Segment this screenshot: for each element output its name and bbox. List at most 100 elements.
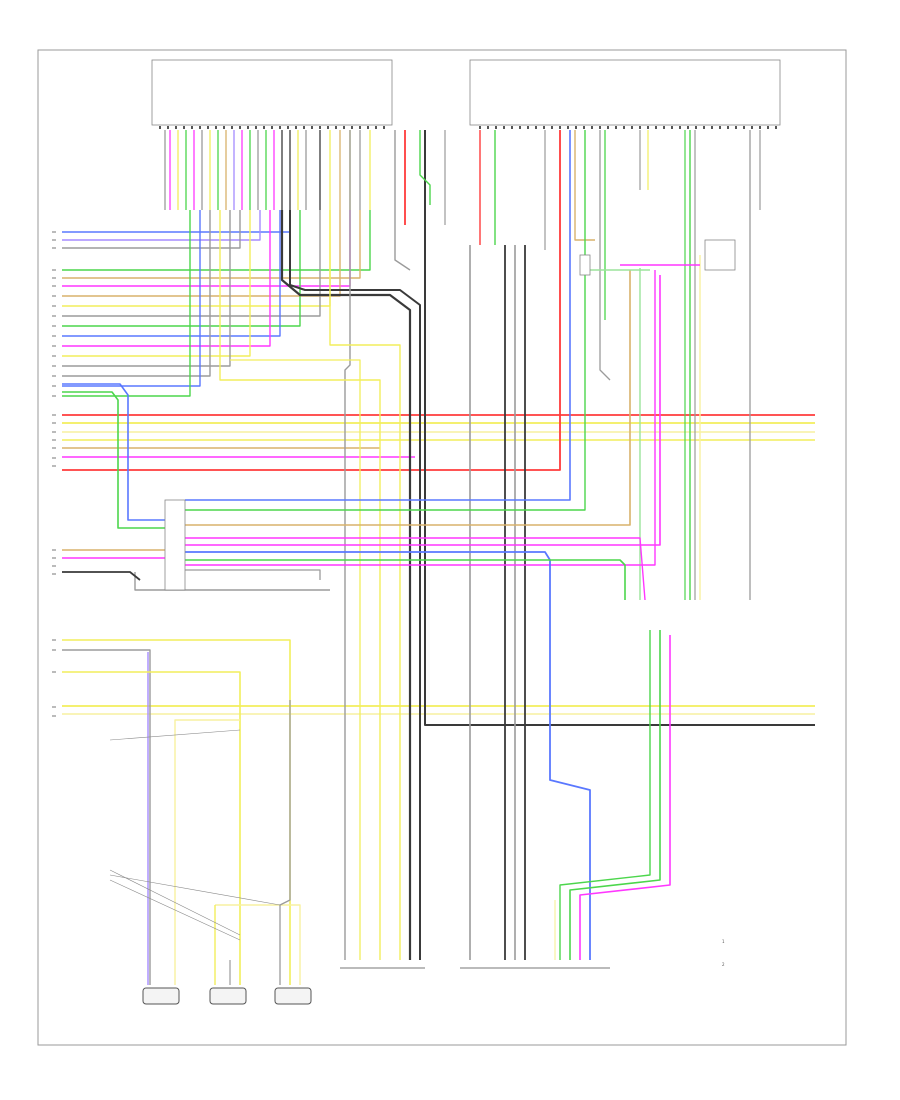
wire-106: [62, 671, 241, 985]
right-pins-18: [615, 126, 617, 129]
wire-60: [419, 130, 431, 205]
wire-113: [109, 874, 281, 906]
right-pins-21: [639, 126, 641, 129]
wire-103: [62, 639, 291, 985]
right-pins-15: [591, 126, 593, 129]
wire-110: [279, 700, 291, 985]
left-pins-13: [255, 126, 257, 129]
left-pins-26: [359, 126, 361, 129]
wire-48: [62, 210, 251, 357]
left-pins-20: [311, 126, 313, 129]
wire-73: [599, 130, 611, 381]
left-pins-28: [375, 126, 377, 129]
wire-51: [62, 210, 201, 387]
wire-10: [424, 130, 815, 726]
wire-44: [62, 210, 321, 317]
wire-53: [280, 210, 412, 960]
wire-100: [579, 635, 671, 960]
wire-94: [62, 571, 141, 581]
right-connector-header: [469, 59, 781, 129]
right-pins-27: [687, 126, 689, 129]
right-pins-34: [743, 126, 745, 129]
left-pins-5: [191, 126, 193, 129]
right-pins-3: [495, 126, 497, 129]
left-pins-14: [263, 126, 265, 129]
wire-114: [109, 879, 241, 941]
right-pins-10: [551, 126, 553, 129]
wire-115: [109, 729, 241, 741]
wire-75: [185, 270, 631, 526]
left-pins-16: [279, 126, 281, 129]
legend-marker-2: 2: [722, 962, 725, 967]
wire-50: [62, 210, 211, 377]
left-pins-3: [175, 126, 177, 129]
wire-99: [569, 630, 661, 960]
right-pins-38: [775, 126, 777, 129]
left-pins-11: [239, 126, 241, 129]
wire-layer: [62, 130, 815, 985]
wire-42: [62, 210, 341, 297]
wire-45: [62, 210, 301, 327]
wire-70: [574, 130, 595, 241]
wire-55: [344, 130, 351, 960]
wire-89: [185, 551, 591, 960]
diagram-frame: [37, 49, 847, 1046]
wire-37: [62, 210, 261, 241]
wire-91: [185, 569, 321, 580]
right-pins-26: [679, 126, 681, 129]
speaker-left: [142, 987, 180, 1005]
wire-36: [62, 210, 291, 233]
right-pins-17: [607, 126, 609, 129]
left-pins-19: [303, 126, 305, 129]
left-pins-1: [159, 126, 161, 129]
wire-98: [62, 391, 165, 529]
wire-52: [62, 210, 191, 397]
right-pins-32: [727, 126, 729, 129]
wire-112: [109, 869, 241, 936]
wire-61: [394, 130, 411, 271]
left-pins-22: [327, 126, 329, 129]
legend: 1 2: [722, 939, 725, 967]
wire-97: [62, 383, 165, 521]
inline-connector-center: [164, 499, 186, 591]
right-pins-37: [767, 126, 769, 129]
wire-101: [559, 630, 651, 960]
left-connector-header: [151, 59, 393, 129]
left-pins-29: [383, 126, 385, 129]
left-pins-23: [335, 126, 337, 129]
row-markers: [52, 231, 56, 717]
left-pins-9: [223, 126, 225, 129]
left-pins-4: [183, 126, 185, 129]
right-pins-9: [543, 126, 545, 129]
wire-38: [62, 210, 241, 249]
speaker-right: [274, 987, 312, 1005]
left-pins-10: [231, 126, 233, 129]
left-pins-15: [271, 126, 273, 129]
right-pins-29: [703, 126, 705, 129]
right-pins-2: [487, 126, 489, 129]
right-pins-30: [711, 126, 713, 129]
wire-5: [62, 130, 561, 471]
left-pins-2: [167, 126, 169, 129]
wire-92: [185, 537, 646, 601]
wire-90: [185, 559, 626, 600]
right-pins-36: [759, 126, 761, 129]
wire-78: [185, 270, 656, 566]
left-pins-12: [247, 126, 249, 129]
right-pins-28: [695, 126, 697, 129]
right-pins-25: [671, 126, 673, 129]
right-pins-8: [535, 126, 537, 129]
right-pins-14: [583, 126, 585, 129]
right-pins-4: [503, 126, 505, 129]
wire-40: [62, 210, 361, 279]
left-pins-27: [367, 126, 369, 129]
right-pins-35: [751, 126, 753, 129]
wire-93: [134, 572, 330, 591]
right-pins-1: [479, 126, 481, 129]
left-pins-17: [287, 126, 289, 129]
left-pins-18: [295, 126, 297, 129]
left-pins-7: [207, 126, 209, 129]
wire-56: [329, 210, 401, 960]
left-pins-21: [319, 126, 321, 129]
